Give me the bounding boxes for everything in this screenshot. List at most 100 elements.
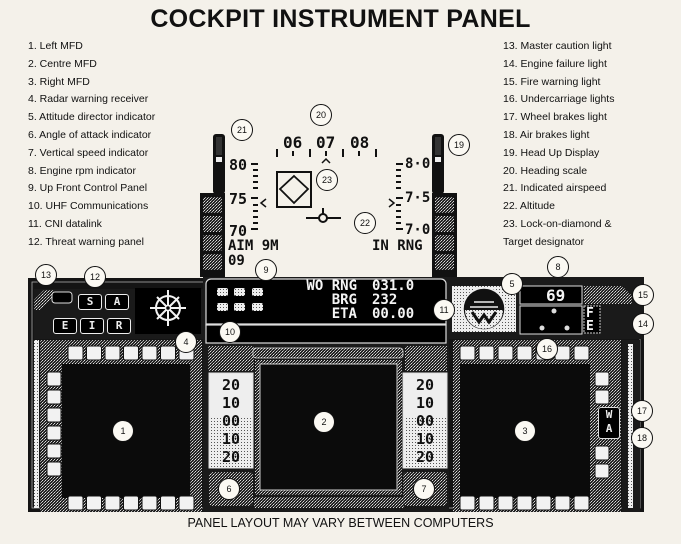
mfd-bezel-button[interactable] xyxy=(594,371,610,387)
mfd-bezel-button[interactable] xyxy=(67,345,84,361)
callout-12: 12 xyxy=(84,266,106,288)
legend-item: 15. Fire warning light xyxy=(503,75,601,88)
callout-11: 11 xyxy=(433,299,455,321)
mfd-bezel-button[interactable] xyxy=(516,495,533,511)
legend-item: 9. Up Front Control Panel xyxy=(28,182,148,195)
mfd-bezel-button[interactable] xyxy=(459,495,476,511)
mfd-bezel-button[interactable] xyxy=(46,425,62,441)
mfd-bezel-button[interactable] xyxy=(573,345,590,361)
mfd-bezel-button[interactable] xyxy=(497,495,514,511)
mfd-bezel-button[interactable] xyxy=(86,495,102,511)
legend-right: 13. Master caution light 14. Engine fail… xyxy=(503,38,614,252)
mfd-bezel-button[interactable] xyxy=(594,463,610,479)
aoa-scale: 20 10 00 10 20 xyxy=(213,376,249,466)
legend-item: 20. Heading scale xyxy=(503,164,588,177)
page-title: COCKPIT INSTRUMENT PANEL xyxy=(150,5,531,33)
altitude-pointer-icon xyxy=(388,198,396,208)
airspeed-label-75: 75 xyxy=(229,190,248,208)
airspeed-label-70: 70 xyxy=(229,222,248,240)
callout-15: 15 xyxy=(632,284,654,306)
mfd-bezel-button[interactable] xyxy=(67,495,84,511)
legend-item: 1. Left MFD xyxy=(28,40,83,52)
callout-4: 4 xyxy=(175,331,197,353)
vsi-scale-label: 20 xyxy=(415,376,435,394)
callout-13: 13 xyxy=(35,264,57,286)
cni-value: 031.0 xyxy=(372,278,415,294)
legend-item: 2. Centre MFD xyxy=(28,57,97,70)
legend-item: 11. CNI datalink xyxy=(28,217,102,230)
vsi-scale-label: 10 xyxy=(415,430,435,448)
mfd-bezel-button[interactable] xyxy=(535,495,552,511)
cni-label: WO RNG xyxy=(306,278,357,294)
threat-button-s[interactable]: S xyxy=(78,294,102,310)
ufcp-keypad xyxy=(217,288,263,311)
mfd-bezel-button[interactable] xyxy=(478,345,495,361)
airspeed-ticks xyxy=(251,163,258,230)
threat-button-r[interactable]: R xyxy=(107,318,131,334)
legend-item: 4. Radar warning receiver xyxy=(28,93,149,106)
legend-left: 1. Left MFD 2. Centre MFD 3. Right MFD 4… xyxy=(28,38,155,252)
mfd-bezel-button[interactable] xyxy=(46,389,62,405)
attitude-director-indicator-icon xyxy=(462,287,506,331)
mfd-bezel-button[interactable] xyxy=(141,495,158,511)
callout-14: 14 xyxy=(632,313,654,335)
callout-8: 8 xyxy=(547,256,569,278)
mfd-bezel-button[interactable] xyxy=(516,345,533,361)
mfd-bezel-button[interactable] xyxy=(594,389,610,405)
mfd-bezel-button[interactable] xyxy=(573,495,590,511)
heading-label-06: 06 xyxy=(283,133,303,152)
heading-caret-icon xyxy=(321,157,331,164)
cni-values: 031.0 232 00.00 xyxy=(372,279,414,321)
mfd-bezel-button[interactable] xyxy=(123,495,139,511)
cni-label: ETA xyxy=(331,306,357,322)
mfd-bezel-button[interactable] xyxy=(459,345,476,361)
engine-failure-light: E xyxy=(586,319,594,334)
mfd-bezel-button[interactable] xyxy=(141,345,158,361)
mfd-bezel-button[interactable] xyxy=(554,495,571,511)
callout-9: 9 xyxy=(255,259,277,281)
callout-16: 16 xyxy=(536,338,558,360)
threat-button-a[interactable]: A xyxy=(105,294,129,310)
hud-left-column xyxy=(200,134,225,277)
callout-19: 19 xyxy=(448,134,470,156)
mfd-bezel-button[interactable] xyxy=(86,345,102,361)
right-mfd-frame xyxy=(453,340,640,512)
mfd-bezel-button[interactable] xyxy=(478,495,495,511)
mfd-bezel-button[interactable] xyxy=(46,371,62,387)
mfd-bezel-button[interactable] xyxy=(46,461,62,477)
altitude-label-7-0: 7·0 xyxy=(405,222,431,238)
mfd-bezel-button[interactable] xyxy=(497,345,514,361)
threat-panel-bottom-row: E I R xyxy=(53,318,131,334)
legend-item: 7. Vertical speed indicator xyxy=(28,146,149,159)
footer-note: PANEL LAYOUT MAY VARY BETWEEN COMPUTERS xyxy=(187,516,494,530)
mfd-bezel-button[interactable] xyxy=(104,495,121,511)
vsi-scale-label: 20 xyxy=(415,448,435,466)
legend-item: 10. UHF Communications xyxy=(28,200,149,213)
mfd-bezel-button[interactable] xyxy=(178,495,195,511)
hud-range-status: IN RNG xyxy=(372,238,423,254)
mfd-bezel-button[interactable] xyxy=(594,445,610,461)
left-mfd-buttons xyxy=(46,345,195,511)
mfd-bezel-button[interactable] xyxy=(123,345,139,361)
mfd-bezel-button[interactable] xyxy=(46,443,62,459)
mfd-bezel-button[interactable] xyxy=(160,345,176,361)
legend-item: 17. Wheel brakes light xyxy=(503,111,607,124)
cni-labels: WO RNG BRG ETA xyxy=(297,279,357,321)
cni-value: 00.00 xyxy=(372,306,415,322)
heading-scale-ticks xyxy=(276,149,377,157)
callout-2: 2 xyxy=(313,411,335,433)
mfd-bezel-button[interactable] xyxy=(46,407,62,423)
altitude-label-8-0: 8·0 xyxy=(405,156,431,172)
mfd-bezel-button[interactable] xyxy=(160,495,176,511)
legend-item: Target designator xyxy=(503,235,585,248)
legend-item: 13. Master caution light xyxy=(503,40,612,52)
threat-panel-top-row: S A xyxy=(78,294,129,310)
mfd-bezel-button[interactable] xyxy=(104,345,121,361)
legend-item: 18. Air brakes light xyxy=(503,128,590,141)
lock-on-diamond-icon xyxy=(276,171,312,208)
radar-warning-receiver-icon xyxy=(150,290,186,326)
threat-button-i[interactable]: I xyxy=(80,318,104,334)
aoa-scale-label: 10 xyxy=(221,430,241,448)
threat-button-e[interactable]: E xyxy=(53,318,77,334)
